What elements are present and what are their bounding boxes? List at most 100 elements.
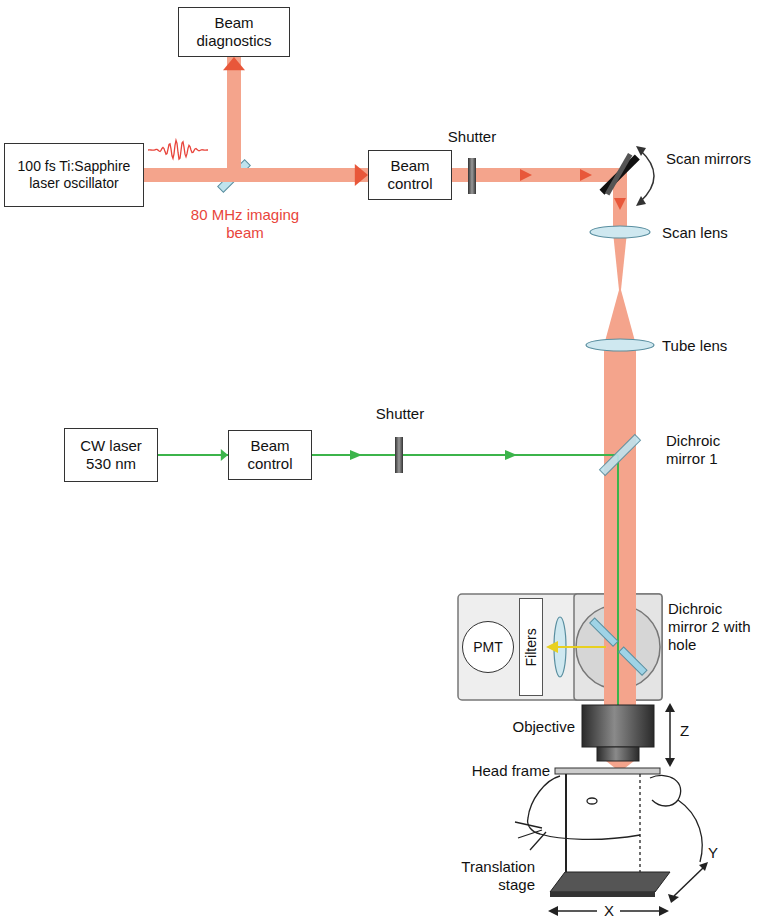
translation-stage (659, 906, 669, 916)
diagnostics-box: Beam diagnostics (178, 7, 290, 57)
text-holder: Filters (512, 639, 550, 656)
emission-arrow (556, 646, 606, 648)
objective (582, 703, 675, 767)
text-holder: Beam control (375, 157, 445, 193)
emission-arrow (546, 641, 558, 653)
head-frame (555, 768, 660, 774)
green-beam (312, 450, 618, 712)
axis-label: X (600, 902, 618, 920)
part-label: Scan lens (662, 224, 752, 242)
shutter (395, 437, 403, 473)
beam-line (144, 57, 234, 175)
text-holder: Beam control (235, 437, 305, 473)
node-text: Beam control (235, 437, 305, 473)
beam-line (158, 454, 228, 456)
beam-path (144, 57, 245, 175)
axis-label: Y (708, 844, 728, 862)
translation-stage (550, 892, 655, 897)
shutter (468, 158, 476, 194)
part-label: Dichroic mirror 2 with hole (668, 600, 756, 654)
green-beam (505, 450, 517, 460)
axis-label: Z (680, 722, 700, 740)
objective (597, 747, 639, 761)
scan-mirrors (640, 150, 654, 202)
imaging-beam (520, 169, 532, 181)
arrow-head (221, 449, 228, 461)
filter-stack: Filters (519, 598, 543, 696)
translation-stage (620, 910, 665, 912)
imaging-beam (580, 169, 592, 181)
wave-packet (148, 140, 208, 159)
scan-mirrors (605, 153, 632, 195)
laser-box: CW laser 530 nm (64, 428, 158, 482)
objective (669, 708, 671, 762)
part-label: Translation stage (430, 858, 535, 894)
head-frame (555, 768, 660, 774)
laser-box: 100 fs Ti:Sapphire laser oscillator (4, 143, 144, 207)
dichroic-mirror-with-hole (590, 618, 618, 646)
pmt-detector: PMT (462, 621, 514, 673)
mouse (515, 822, 546, 850)
mouse (639, 774, 640, 872)
arrow-head (223, 57, 245, 70)
node-text: Beam diagnostics (185, 14, 283, 50)
mouse (515, 774, 702, 872)
translation-stage (548, 862, 708, 916)
imaging-beam (604, 290, 636, 345)
lens (586, 339, 654, 351)
dichroic-mirror (599, 434, 640, 475)
node-text: Filters (523, 628, 540, 666)
translation-stage (668, 894, 679, 903)
objective (582, 705, 654, 747)
part-label: Shutter (360, 405, 440, 423)
imaging-beam (452, 168, 627, 182)
part-label: Scan mirrors (666, 150, 754, 168)
text-holder: PMT (473, 639, 503, 656)
imaging-beam (613, 232, 627, 290)
mouse (587, 798, 597, 804)
translation-stage (699, 862, 708, 871)
translation-stage (550, 872, 670, 892)
objective (665, 703, 675, 712)
imaging-beam (614, 198, 626, 210)
green-beam (350, 450, 362, 460)
text-holder: Beam diagnostics (185, 14, 283, 50)
node-text: PMT (473, 639, 503, 656)
dichroic-mirror (599, 434, 640, 475)
mouse (650, 775, 681, 806)
node-text: Beam control (375, 157, 445, 193)
node-text: CW laser 530 nm (71, 437, 151, 473)
scan-mirrors (636, 146, 646, 156)
translation-stage (552, 910, 597, 912)
mouse (678, 800, 702, 862)
wave-packet (148, 140, 208, 159)
control-box: Beam control (368, 150, 452, 200)
part-label: Shutter (432, 128, 512, 146)
dichroic-mirror-with-hole (619, 647, 647, 675)
scan-mirrors (599, 146, 654, 206)
translation-stage (674, 868, 703, 896)
part-label: Objective (480, 718, 575, 736)
mouse (528, 776, 640, 839)
green-beam (617, 455, 619, 712)
text-holder: CW laser 530 nm (71, 437, 151, 473)
part-label: Dichroic mirror 1 (666, 432, 754, 468)
translation-stage (548, 906, 558, 916)
shutter (395, 437, 403, 473)
lens (586, 226, 654, 351)
arrow-head (355, 164, 368, 186)
lens (590, 226, 650, 238)
node-text: 100 fs Ti:Sapphire laser oscillator (11, 158, 137, 192)
emission-arrow (546, 641, 606, 653)
objective (665, 758, 675, 767)
part-label: Head frame (440, 762, 550, 780)
part-label: Tube lens (662, 337, 752, 355)
mouse (565, 774, 567, 872)
beam-label: 80 MHz imaging beam (185, 206, 305, 242)
shutter (468, 158, 476, 194)
control-box: Beam control (228, 430, 312, 480)
beam-path (158, 449, 228, 461)
text-holder: 100 fs Ti:Sapphire laser oscillator (11, 158, 137, 192)
scan-mirrors (636, 196, 646, 206)
